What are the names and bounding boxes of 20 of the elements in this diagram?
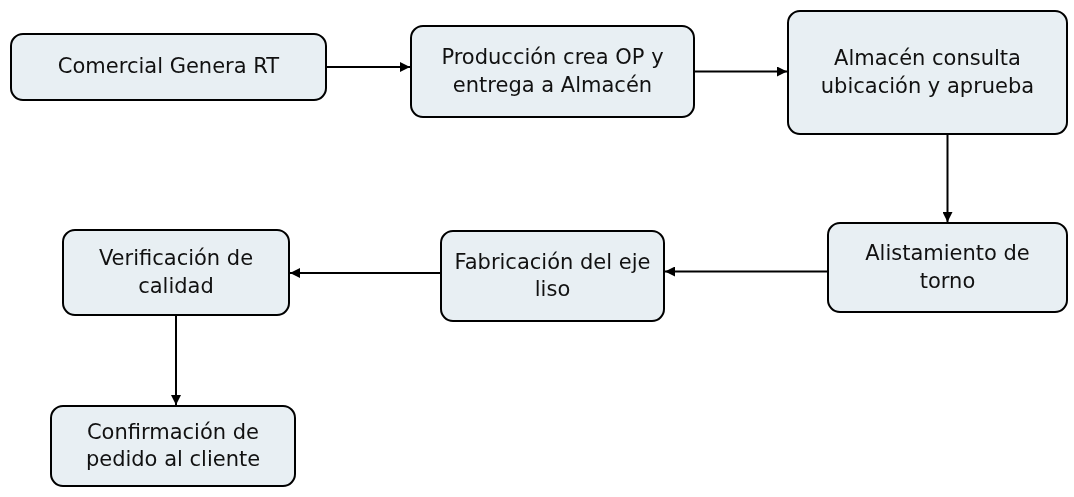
process-box [440,230,665,322]
arrow [289,268,441,278]
arrow [171,315,181,406]
step-text: Comercial Genera RT [57,53,280,81]
process-box [827,222,1068,313]
step-text: Confirmación de pedido al cliente [84,418,262,473]
arrow [326,62,411,72]
step-text: Producción crea OP y entrega a Almacén [440,44,665,99]
process-box [50,405,296,487]
arrow [694,66,788,77]
step-text: Alistamiento de torno [864,240,1031,295]
step-text: Verificación de calidad [97,245,255,300]
process-box [10,33,327,101]
process-box [787,10,1068,135]
step-text: Almacén consulta ubicación y aprueba [819,45,1036,100]
arrow [942,134,953,223]
step-text: Fabricación del eje liso [453,248,652,303]
process-box [410,25,695,118]
arrow [664,266,828,277]
process-box [62,229,290,316]
